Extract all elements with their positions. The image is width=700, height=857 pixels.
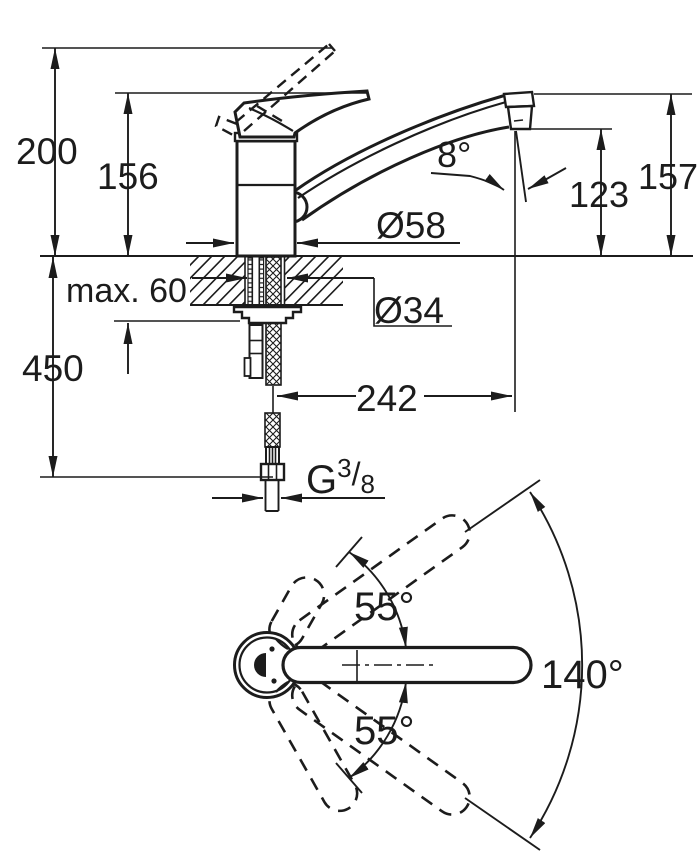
dim-156-label: 156 xyxy=(97,156,159,197)
raised-lever-bottom xyxy=(243,50,336,132)
thread-letter: G xyxy=(306,458,337,502)
under-counter-assembly xyxy=(232,256,303,512)
dim-d34-label: Ø34 xyxy=(374,290,444,331)
mounting-flange xyxy=(232,305,303,325)
thread-numerator: 3 xyxy=(337,453,351,483)
dim-d34-leader xyxy=(373,278,452,327)
dim-8deg-label: 8° xyxy=(437,134,471,175)
aerator xyxy=(506,104,534,131)
faucet-body xyxy=(235,139,297,258)
spout-top-curve xyxy=(295,93,507,192)
dim-242-label: 242 xyxy=(356,378,418,419)
detail-dot-top xyxy=(269,646,275,652)
stud-step xyxy=(243,357,252,377)
dim-55-bottom-label: 55° xyxy=(354,709,415,753)
faucet-side-profile xyxy=(214,43,536,412)
dim-max60-label: max. 60 xyxy=(66,272,187,310)
dim-8deg-left-leader xyxy=(430,172,505,191)
top-view: 140° 55° 55° xyxy=(233,479,624,851)
cartridge-detail xyxy=(254,653,266,677)
raised-lever-inner xyxy=(256,104,288,126)
swivel-limit-tick-top xyxy=(464,479,541,533)
aerator-face-line xyxy=(513,119,524,122)
dim-55-top-arc xyxy=(348,551,408,649)
dim-thread-label: G3/8 xyxy=(306,453,375,502)
thread-denominator: 8 xyxy=(360,469,374,499)
dim-200-label: 200 xyxy=(16,131,78,172)
dim-d58-label: Ø58 xyxy=(376,205,446,246)
faucet-top-profile xyxy=(233,631,533,699)
nut-body xyxy=(259,462,286,482)
stream-angle-line xyxy=(515,130,527,203)
detail-dot-bottom xyxy=(271,678,277,684)
neck-flares xyxy=(275,638,289,693)
dim-140deg-label: 140° xyxy=(541,653,624,697)
dim-157-label: 157 xyxy=(638,156,698,197)
connector-tube xyxy=(264,480,280,512)
handle-front-edge xyxy=(248,106,294,132)
mounting-stud xyxy=(243,324,264,379)
spout-bottom-curve xyxy=(301,125,510,222)
spout-highlight-curve xyxy=(297,100,507,199)
thread-slash: / xyxy=(352,456,361,492)
raised-lever-top xyxy=(235,43,330,123)
dim-450-label: 450 xyxy=(22,348,84,389)
handle-lever-rest xyxy=(233,89,371,139)
side-view-dimensions: 200 156 max. 60 450 Ø58 Ø34 242 8° xyxy=(16,47,698,503)
stud-body xyxy=(248,324,264,379)
raised-lever-back xyxy=(214,115,238,137)
flex-hose-lower xyxy=(264,412,281,448)
side-view: 200 156 max. 60 450 Ø58 Ø34 242 8° xyxy=(16,43,698,512)
dim-123-label: 123 xyxy=(569,174,629,215)
spout-position-lower-steep xyxy=(268,681,359,813)
dim-55-top-label: 55° xyxy=(354,585,415,629)
hose-ferrule xyxy=(265,446,280,465)
dim-140deg-arc xyxy=(529,491,584,839)
dim-8deg-right-leader xyxy=(527,167,567,190)
spout-end-cap xyxy=(502,90,536,109)
dim-55-bottom-arc xyxy=(348,681,408,779)
swivel-limit-tick-bottom xyxy=(464,797,541,851)
